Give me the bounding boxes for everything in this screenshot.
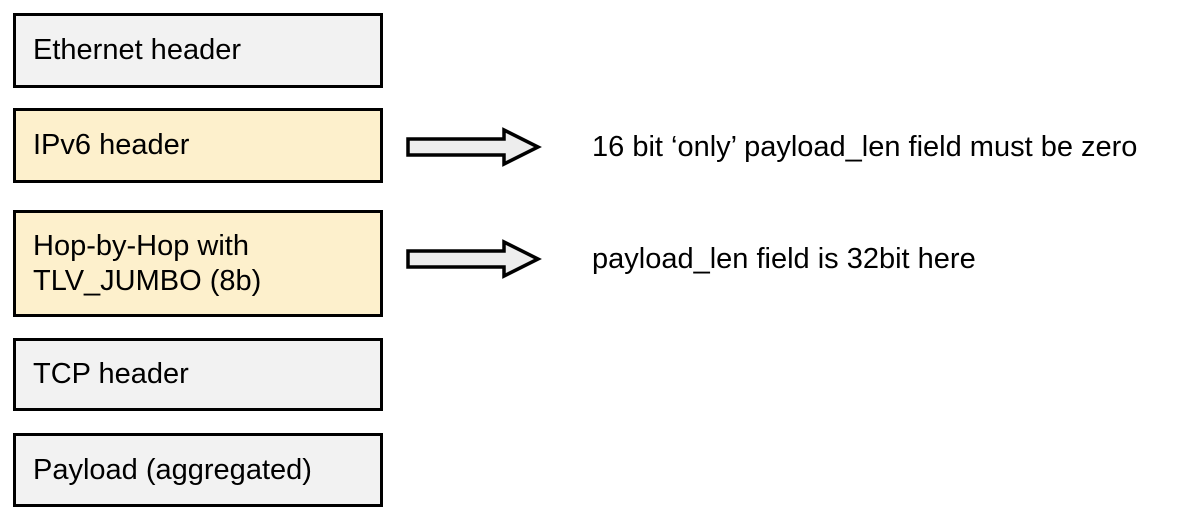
box-ethernet-header-label: Ethernet header xyxy=(33,34,241,67)
box-ipv6-header: IPv6 header xyxy=(13,108,383,183)
box-tcp-header-label: TCP header xyxy=(33,358,189,391)
box-ethernet-header: Ethernet header xyxy=(13,13,383,88)
box-payload-label: Payload (aggregated) xyxy=(33,453,312,486)
box-tcp-header: TCP header xyxy=(13,338,383,411)
box-payload-aggregated: Payload (aggregated) xyxy=(13,433,383,507)
box-ipv6-header-label: IPv6 header xyxy=(33,129,190,162)
annotation-payload-len-zero: 16 bit ‘only’ payload_len field must be … xyxy=(592,130,1138,163)
annotation-payload-len-32bit: payload_len field is 32bit here xyxy=(592,242,976,275)
box-hop-by-hop-tlv-jumbo: Hop-by-Hop with TLV_JUMBO (8b) xyxy=(13,210,383,317)
right-block-arrow-icon xyxy=(406,239,542,279)
right-block-arrow-icon xyxy=(406,127,542,167)
box-hop-by-hop-label: Hop-by-Hop with TLV_JUMBO (8b) xyxy=(33,229,262,297)
